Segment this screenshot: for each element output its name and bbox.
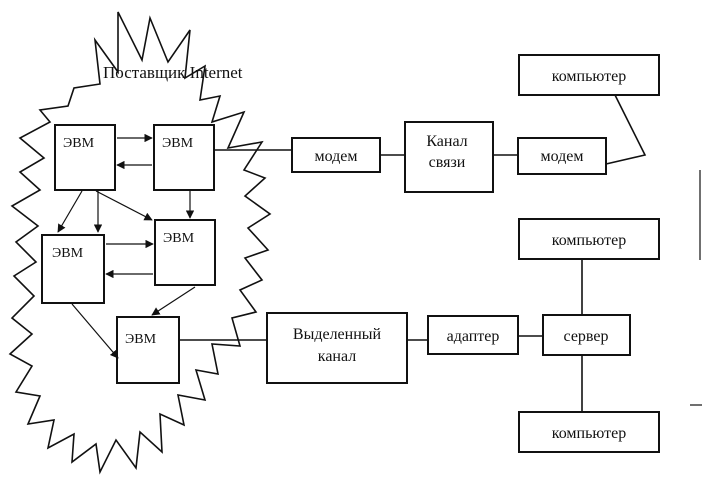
link-modem-computer: [605, 94, 647, 165]
evm-box-5: ЭВМ: [116, 316, 180, 384]
channel-box: Канал связи: [404, 121, 494, 193]
evm-label: ЭВМ: [163, 231, 195, 246]
evm-box-1: ЭВМ: [54, 124, 116, 191]
evm-label: ЭВМ: [63, 136, 95, 151]
arrow-evm1-to-evm3: [95, 190, 153, 221]
arrow-evm3-to-evm5: [151, 286, 196, 316]
computer-label: компьютер: [552, 425, 626, 442]
dedicated-label-line2: канал: [318, 348, 356, 365]
dedicated-label-line1: Выделенный: [293, 326, 382, 343]
internet-provider-cloud: [8, 11, 272, 475]
modem-label: модем: [314, 148, 357, 165]
adapter-label: адаптер: [447, 328, 500, 345]
dedicated-channel-box: Выделенный канал: [266, 312, 408, 384]
computer-bottom-box: компьютер: [518, 411, 660, 453]
computer-top-box: компьютер: [518, 54, 660, 96]
modem-left-box: модем: [291, 137, 381, 173]
computer-mid-box: компьютер: [518, 218, 660, 260]
arrow-evm1-to-evm4: [57, 190, 83, 233]
arrow-evm4-to-evm5: [71, 303, 119, 359]
computer-label: компьютер: [552, 232, 626, 249]
modem-label: модем: [540, 148, 583, 165]
evm-label: ЭВМ: [162, 136, 194, 151]
evm-label: ЭВМ: [52, 246, 84, 261]
evm-label: ЭВМ: [125, 332, 157, 347]
server-label: сервер: [564, 328, 609, 345]
modem-right-box: модем: [517, 137, 607, 175]
computer-label: компьютер: [552, 68, 626, 85]
adapter-box: адаптер: [427, 315, 519, 355]
evm-box-4: ЭВМ: [41, 234, 105, 304]
channel-label-line1: Канал: [426, 133, 467, 150]
provider-label: Поставщик Internet: [103, 63, 243, 82]
evm-box-3: ЭВМ: [154, 219, 216, 286]
channel-label-line2: связи: [429, 154, 466, 171]
evm-box-2: ЭВМ: [153, 124, 215, 191]
server-box: сервер: [542, 314, 631, 356]
